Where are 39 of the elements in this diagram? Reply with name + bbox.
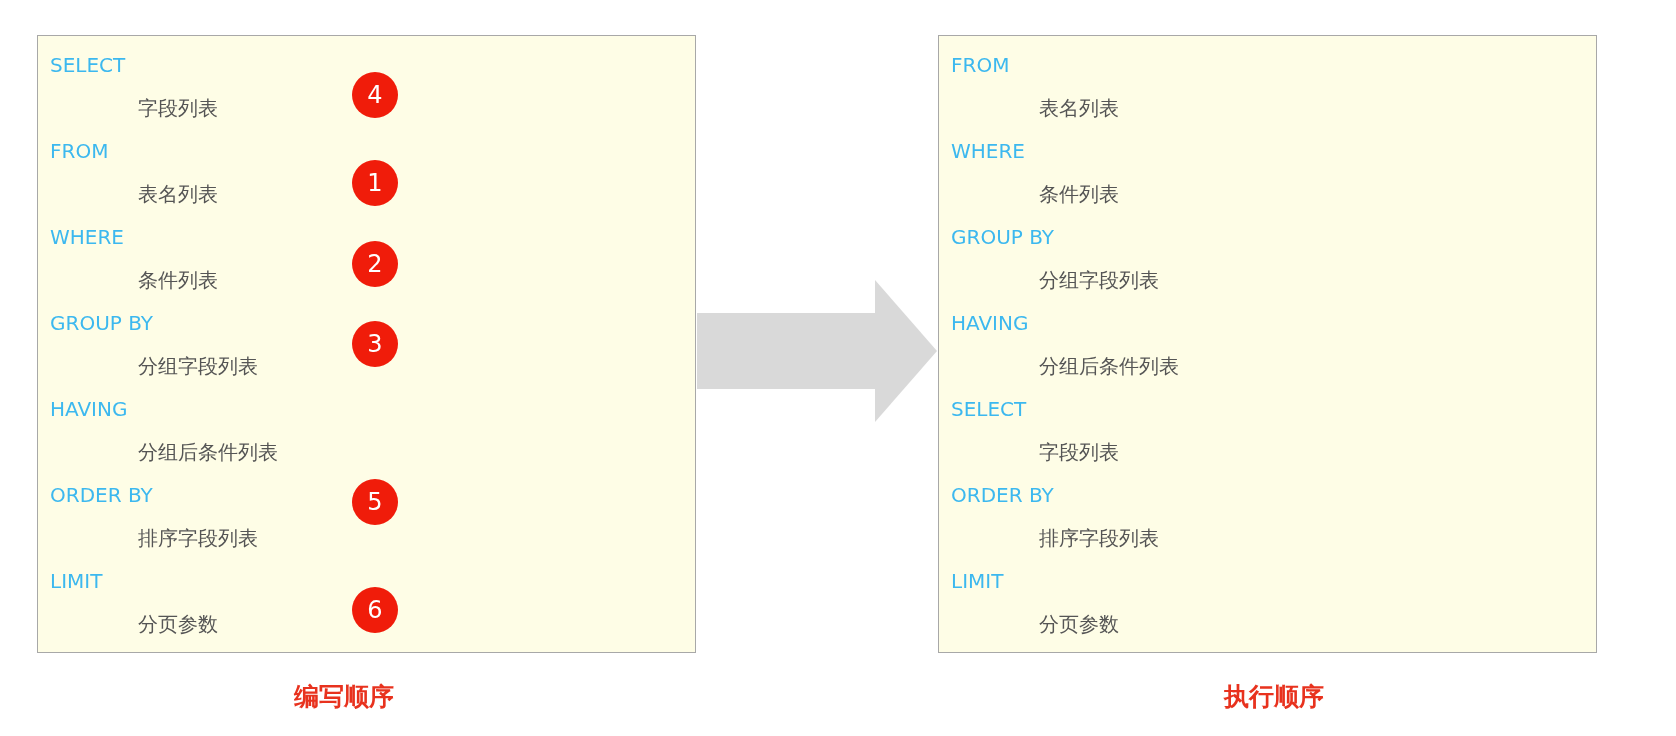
sql-keyword: ORDER BY [951,483,1054,507]
clause-content: 表名列表 [1039,96,1119,120]
sql-keyword: HAVING [951,311,1029,335]
panel-caption: 执行顺序 [1224,681,1324,713]
clause-content: 分组后条件列表 [1039,354,1179,378]
sql-keyword: ORDER BY [50,483,153,507]
sql-keyword: WHERE [951,139,1025,163]
sql-keyword: SELECT [951,397,1027,421]
sql-keyword: GROUP BY [50,311,154,335]
code-panel [37,35,696,653]
code-panel [938,35,1597,653]
clause-content: 表名列表 [138,182,218,206]
clause-content: 排序字段列表 [1039,526,1159,550]
clause-content: 分组字段列表 [138,354,258,378]
step-number-badge: 1 [352,160,398,206]
sql-keyword: WHERE [50,225,124,249]
sql-keyword: GROUP BY [951,225,1055,249]
sql-keyword: FROM [50,139,109,163]
step-number-badge: 6 [352,587,398,633]
clause-content: 分页参数 [138,612,218,636]
clause-content: 分组字段列表 [1039,268,1159,292]
step-number-badge: 5 [352,479,398,525]
sql-keyword: SELECT [50,53,126,77]
sql-keyword: LIMIT [50,569,103,593]
arrow [697,280,937,422]
clause-content: 分页参数 [1039,612,1119,636]
panel-caption: 编写顺序 [294,681,394,713]
clause-content: 字段列表 [1039,440,1119,464]
clause-content: 条件列表 [1039,182,1119,206]
sql-keyword: LIMIT [951,569,1004,593]
clause-content: 排序字段列表 [138,526,258,550]
clause-content: 条件列表 [138,268,218,292]
sql-keyword: FROM [951,53,1010,77]
step-number-badge: 2 [352,241,398,287]
step-number-badge: 4 [352,72,398,118]
clause-content: 字段列表 [138,96,218,120]
clause-content: 分组后条件列表 [138,440,278,464]
sql-keyword: HAVING [50,397,128,421]
step-number-badge: 3 [352,321,398,367]
